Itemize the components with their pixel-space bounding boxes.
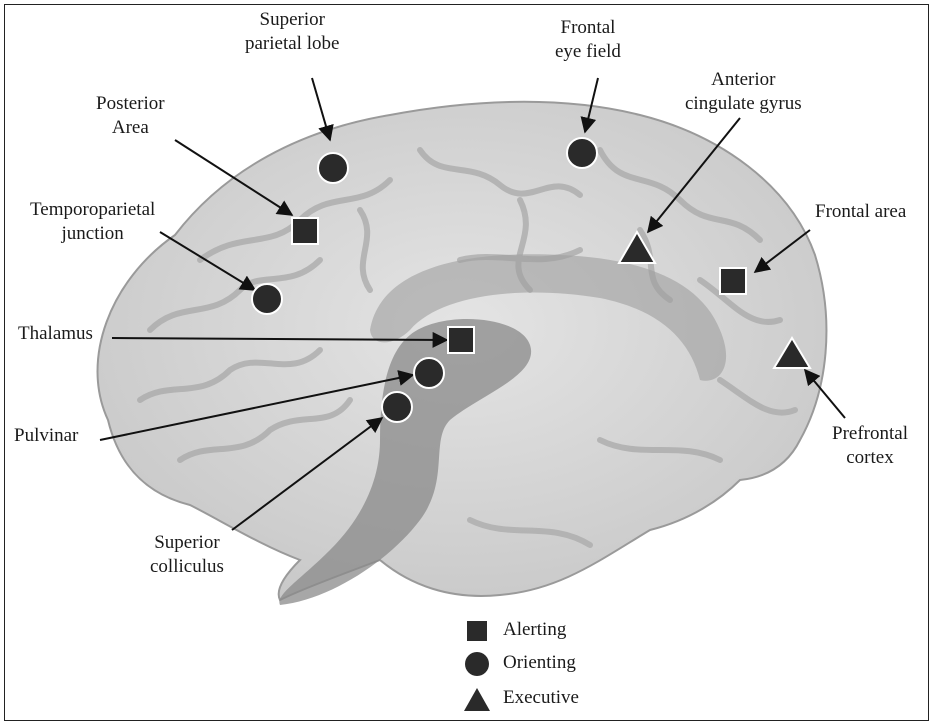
label-line: Frontal — [555, 16, 621, 40]
marker-frontal-area-square — [720, 268, 746, 294]
label-line: Prefrontal — [832, 422, 908, 446]
marker-thalamus-square — [448, 327, 474, 353]
marker-frontal-eye-field-circle — [567, 138, 597, 168]
marker-superior-parietal-circle — [318, 153, 348, 183]
label-line: cingulate gyrus — [685, 92, 802, 116]
label-line: Posterior — [96, 92, 165, 116]
label-line: Pulvinar — [14, 424, 78, 448]
marker-temporoparietal-circle — [252, 284, 282, 314]
label-line: Thalamus — [18, 322, 93, 346]
legend-alerting: Alerting — [503, 619, 566, 641]
label-line: cortex — [832, 446, 908, 470]
label-line: Frontal area — [815, 200, 906, 224]
legend-circle-icon — [465, 652, 489, 676]
label-thalamus: Thalamus — [18, 322, 93, 346]
marker-posterior-area-square — [292, 218, 318, 244]
marker-superior-colliculus-circle — [382, 392, 412, 422]
legend-executive: Executive — [503, 687, 579, 709]
legend-orienting: Orienting — [503, 652, 576, 674]
legend-triangle-icon — [464, 688, 490, 711]
label-line: Area — [96, 116, 165, 140]
label-line: Superior — [150, 531, 224, 555]
label-line: junction — [30, 222, 155, 246]
label-superior-parietal-lobe: Superior parietal lobe — [245, 8, 339, 56]
label-pulvinar: Pulvinar — [14, 424, 78, 448]
label-superior-colliculus: Superior colliculus — [150, 531, 224, 579]
marker-pulvinar-circle — [414, 358, 444, 388]
label-line: Anterior — [685, 68, 802, 92]
label-line: Superior — [245, 8, 339, 32]
label-anterior-cingulate-gyrus: Anterior cingulate gyrus — [685, 68, 802, 116]
label-line: eye field — [555, 40, 621, 64]
label-line: colliculus — [150, 555, 224, 579]
label-frontal-eye-field: Frontal eye field — [555, 16, 621, 64]
label-temporoparietal-junction: Temporoparietal junction — [30, 198, 155, 246]
legend-symbols — [464, 621, 490, 711]
label-line: Temporoparietal — [30, 198, 155, 222]
label-prefrontal-cortex: Prefrontal cortex — [832, 422, 908, 470]
label-posterior-area: Posterior Area — [96, 92, 165, 140]
label-frontal-area: Frontal area — [815, 200, 906, 224]
line-superior-parietal — [312, 78, 330, 140]
legend-square-icon — [467, 621, 487, 641]
label-line: parietal lobe — [245, 32, 339, 56]
